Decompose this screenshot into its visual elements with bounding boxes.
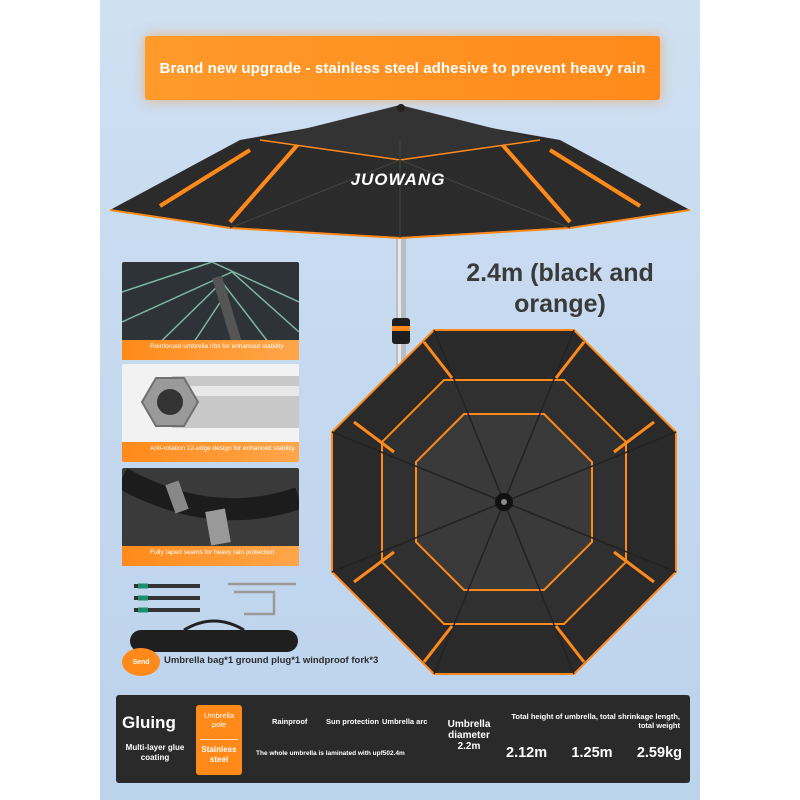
pole-spec: Umbrella pole Stainless steel: [196, 705, 242, 775]
product-poster: Brand new upgrade - stainless steel adhe…: [100, 0, 700, 800]
height-values: 2.12m 1.25m 2.59kg: [506, 745, 682, 761]
laminated-text: The whole umbrella is laminated with upf…: [256, 750, 405, 757]
send-badge: Send: [122, 648, 160, 676]
headline-text: Brand new upgrade - stainless steel adhe…: [159, 59, 646, 77]
umbrella-top-view: [331, 329, 677, 675]
size-color-label: 2.4m (black and orange): [466, 259, 654, 318]
accessories-text: Umbrella bag*1 ground plug*1 windproof f…: [164, 655, 379, 666]
umbrella-arc-label: Umbrella arc: [382, 717, 428, 726]
brand-logo: JUOWANG: [350, 170, 446, 189]
umbrella-side-view: [109, 104, 691, 390]
send-badge-text: Send: [132, 658, 150, 666]
sun-protection-label: Sun protection: [326, 717, 379, 726]
pole-value: Stainless steel: [201, 745, 237, 764]
gluing-desc: Multi-layer glue coating: [125, 743, 185, 762]
feature-caption: Anti-rotation 12-edge design for enhance…: [122, 442, 299, 462]
feature-card-anti-rotation: Anti-rotation 12-edge design for enhance…: [122, 364, 299, 462]
feature-card-taped-seams: Fully taped seams for heavy rain protect…: [122, 468, 299, 566]
feature-card-ribs: Reinforced umbrella ribs for enhanced st…: [122, 262, 299, 360]
total-height-value: 2.12m: [506, 745, 548, 761]
diameter-label: Umbrella diameter: [447, 719, 491, 741]
spec-bar: Gluing Multi-layer glue coating Umbrella…: [116, 695, 690, 783]
total-weight-value: 2.59kg: [636, 745, 682, 761]
feature-caption: Fully taped seams for heavy rain protect…: [122, 546, 299, 566]
pole-divider: [200, 739, 238, 740]
accessories-illustration: [130, 582, 298, 652]
gluing-title: Gluing: [122, 713, 176, 732]
feature-caption: Reinforced umbrella ribs for enhanced st…: [122, 340, 299, 360]
diameter-spec: Umbrella diameter 2.2m: [438, 719, 500, 752]
diameter-value: 2.2m: [457, 741, 481, 752]
height-labels: Total height of umbrella, total shrinkag…: [511, 712, 680, 730]
rainproof-label: Rainproof: [272, 717, 308, 726]
pole-label: Umbrella pole: [203, 711, 234, 729]
headline-banner: Brand new upgrade - stainless steel adhe…: [145, 36, 660, 100]
shrink-length-value: 1.25m: [571, 745, 613, 761]
gluing-spec: Gluing Multi-layer glue coating: [116, 695, 194, 783]
